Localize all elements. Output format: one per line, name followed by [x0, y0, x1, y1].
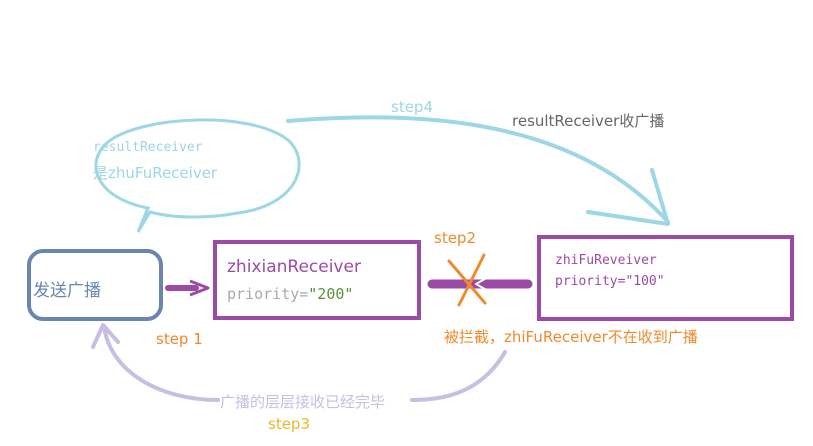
bubble-line-2: 是zhuFuReceiver	[93, 164, 218, 182]
step3-arrow	[410, 350, 507, 402]
zhixian-priority-value: "200"	[308, 285, 354, 303]
zhifu-receiver-name: zhiFuReveiver	[555, 253, 657, 268]
step3-arrowhead	[91, 323, 120, 349]
step3-label: step3	[268, 415, 310, 433]
sender-box	[27, 249, 163, 321]
intercept-cross-a	[447, 259, 487, 305]
step1-arrowhead	[189, 279, 210, 297]
intercepted-note: 被拦截，zhiFuReceiver不在收到广播	[444, 328, 698, 346]
step2-label: step2	[434, 229, 476, 247]
zhixian-receiver-name: zhixianReceiver	[227, 257, 361, 277]
step3-arrow-tail	[102, 324, 220, 402]
step1-label: step 1	[156, 330, 203, 348]
zhixian-receiver-box	[213, 240, 421, 320]
step4-arrowhead	[586, 168, 670, 226]
result-receives-note: resultReceiver收广播	[512, 112, 665, 130]
zhifu-receiver-priority: priority="100"	[555, 274, 665, 289]
speech-bubble	[94, 118, 301, 233]
layers-done-note: 广播的层层接收已经完毕	[220, 393, 386, 411]
zhixian-receiver-priority: priority="200"	[227, 285, 353, 303]
zhifu-receiver-box	[537, 235, 794, 321]
bubble-line-1: resultReceiver	[93, 140, 203, 155]
zhixian-priority-key: priority=	[227, 285, 309, 303]
step2-arrowhead	[475, 275, 491, 293]
step4-arrow	[286, 115, 670, 224]
step4-label: step4	[391, 98, 433, 116]
sender-label: 发送广播	[33, 281, 101, 301]
intercept-cross-b	[457, 253, 486, 307]
